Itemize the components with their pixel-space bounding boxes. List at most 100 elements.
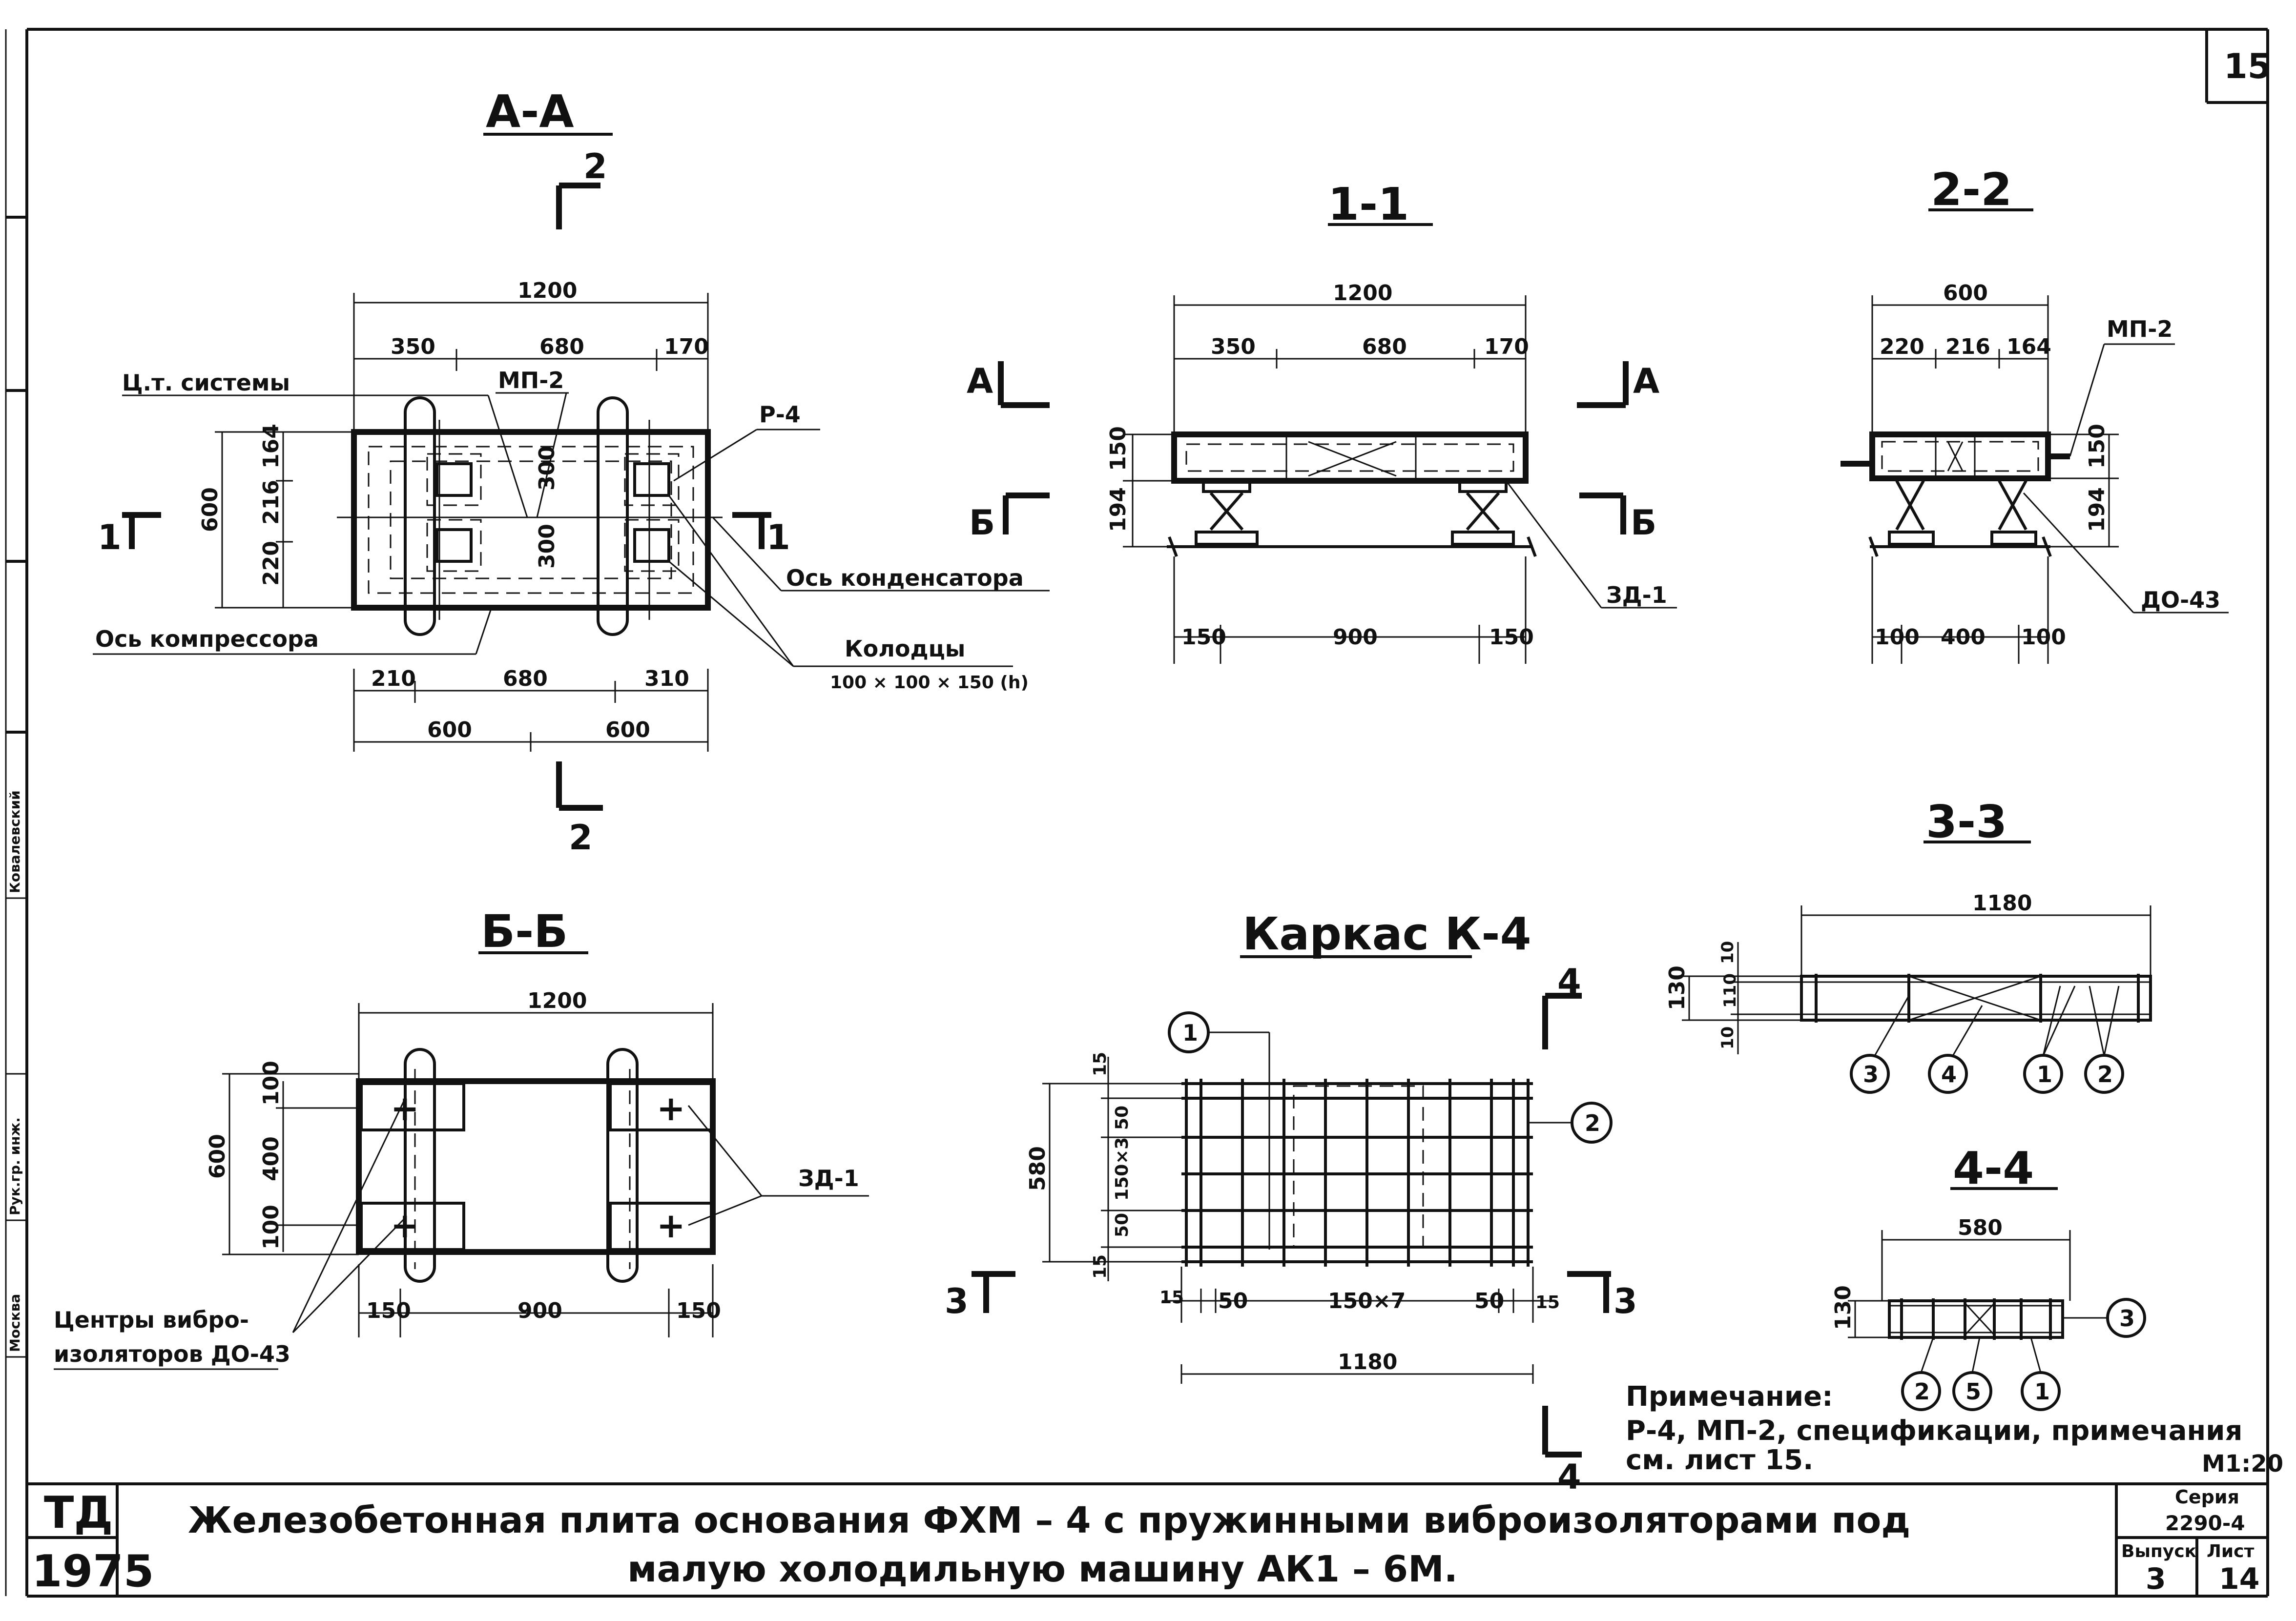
s44-frame: [1888, 1299, 2064, 1339]
aa-cut-left: 1: [98, 517, 122, 557]
s22-dim-3: 164: [2006, 334, 2051, 359]
aa-dim-top-total: 1200: [517, 278, 577, 303]
s33-marker-2-text: 2: [2097, 1061, 2113, 1088]
note-title: Примечание:: [1626, 1381, 1833, 1413]
side-stamp-text-2: Рук.гр. инж.: [7, 1117, 23, 1215]
bb-dim-total: 1200: [527, 988, 587, 1013]
aa-cut-top: 2: [583, 146, 607, 186]
k4-marker-1: 1: [1168, 1011, 1270, 1250]
tb-issue-value: 3: [2146, 1562, 2166, 1596]
svg-text:+: +: [657, 1088, 685, 1129]
svg-text:+: +: [391, 1088, 419, 1129]
aa-dim-mid-1: 300: [535, 446, 559, 491]
k4-dim-h: 580: [1025, 1146, 1050, 1191]
k4-cut-3-right: 3: [1613, 1281, 1637, 1321]
aa-label-wells: Колодцы: [845, 636, 965, 662]
k4-dim-b2: 50: [1218, 1289, 1248, 1313]
k4-dim-h5: 15: [1090, 1254, 1110, 1279]
aa-cut-bottom: 2: [569, 818, 593, 858]
s22-dim-2: 216: [1945, 334, 1990, 359]
bb-dim-h2: 400: [259, 1136, 284, 1181]
aa-label-p4: Р-4: [759, 401, 801, 428]
tb-title-line-1: Железобетонная плита основания ФХМ – 4 с…: [188, 1499, 1910, 1541]
note-line-2: см. лист 15.: [1626, 1444, 1813, 1476]
s33-dim-h1: 10: [1718, 941, 1738, 964]
sheet-frame: Ковалевский Рук.гр. инж. Москва: [5, 28, 2269, 1598]
bb-dim-b1: 150: [366, 1298, 411, 1323]
k4-marker-2-text: 2: [1585, 1110, 1600, 1136]
s33-marker-1: 1: [2023, 985, 2076, 1094]
s11-plate: [1171, 431, 1529, 484]
bb-dim-b3: 150: [676, 1298, 721, 1323]
s33-frame: [1800, 975, 2152, 1022]
tb-issue-label: Выпуск: [2121, 1541, 2196, 1561]
s33-dim-h2: 110: [1720, 973, 1740, 1008]
k4-cut-4-bottom: 4: [1557, 1457, 1581, 1497]
aa-dim-bot-5: 600: [605, 718, 650, 742]
section-22-title: 2-2: [1931, 164, 2012, 216]
s33-dim-total: 1180: [1972, 891, 2032, 916]
s44-marker-3-text: 3: [2119, 1305, 2135, 1332]
k4-dim-h2: 50: [1112, 1106, 1132, 1130]
aa-dim-bot-3: 310: [644, 666, 689, 691]
s22-dim-b3: 100: [2021, 625, 2066, 650]
tb-sheet-label: Лист: [2207, 1541, 2254, 1561]
s22-spring-right: [1990, 480, 2037, 546]
scale-label: М1:20: [2202, 1450, 2283, 1477]
k4-rebar-grid: [1181, 1079, 1533, 1267]
s11-cut-b-right: Б: [1631, 503, 1656, 543]
s11-dim-1: 350: [1211, 334, 1256, 359]
aa-label-condenser-axis: Ось конденсатора: [786, 565, 1024, 591]
section-aa: А-А 2 2 1 1: [93, 85, 1050, 858]
s44-marker-1-text: 1: [2034, 1378, 2050, 1405]
sheet-number-box: 15: [2205, 29, 2271, 104]
s44-marker-3: 3: [2063, 1298, 2146, 1338]
tb-sheet-value: 14: [2219, 1562, 2260, 1596]
bb-label-zd1: ЗД-1: [798, 1165, 859, 1191]
k4-dim-b4: 50: [1474, 1289, 1504, 1313]
s11-spring-left: [1195, 479, 1259, 546]
k4-marker-2: 2: [1528, 1102, 1613, 1144]
aa-dim-mid-2: 300: [535, 524, 559, 569]
aa-cut-right: 1: [766, 517, 790, 557]
s11-dim-2: 680: [1362, 334, 1407, 359]
section-33: 3-3 1180 130 10 110 10 3 4: [1665, 796, 2152, 1094]
side-stamp-text-1: Ковалевский: [7, 790, 23, 893]
s33-dim-h: 130: [1665, 965, 1690, 1010]
aa-dim-bot-1: 210: [371, 666, 416, 691]
s11-label-zd1: ЗД-1: [1606, 582, 1667, 608]
s22-dim-b2: 400: [1941, 625, 1986, 650]
bb-vibro-support-left: [404, 1048, 436, 1283]
tb-org: ТД: [44, 1487, 113, 1539]
s44-dim-h: 130: [1831, 1285, 1856, 1330]
s22-dim-total: 600: [1943, 281, 1988, 306]
s11-cut-a-left: А: [967, 361, 993, 401]
s11-dim-b2: 900: [1333, 625, 1378, 650]
s33-marker-1-text: 1: [2037, 1061, 2052, 1088]
aa-dim-top-3: 170: [664, 334, 709, 359]
s44-marker-2-text: 2: [1914, 1378, 1930, 1405]
section-bb-title: Б-Б: [481, 905, 568, 958]
s11-cut-a-right: А: [1633, 361, 1659, 401]
k4-dim-b5: 15: [1535, 1293, 1560, 1313]
k4-dim-b3: 150×7: [1328, 1289, 1406, 1313]
aa-dim-left-1: 164: [259, 424, 284, 469]
k4-dim-total: 1180: [1338, 1350, 1397, 1375]
s11-dim-total: 1200: [1333, 281, 1392, 306]
bb-plate: [356, 1078, 716, 1255]
s44-marker-1: 1: [2021, 1337, 2061, 1411]
aa-label-cg-system: Ц.т. системы: [122, 369, 290, 396]
aa-dim-left-total: 600: [198, 487, 223, 532]
aa-plate-outline: [351, 429, 711, 611]
tb-title-line-2: малую холодильную машину АК1 – 6М.: [627, 1548, 1458, 1590]
s22-dim-h2: 194: [2085, 487, 2110, 532]
bb-dim-h3: 100: [259, 1205, 284, 1250]
bb-dim-h1: 100: [259, 1061, 284, 1106]
s11-dim-3: 170: [1484, 334, 1529, 359]
k4-cut-3-left: 3: [945, 1281, 969, 1321]
s33-marker-3: 3: [1850, 995, 1910, 1094]
aa-dim-top-1: 350: [391, 334, 435, 359]
k4-dim-h4: 50: [1112, 1213, 1132, 1237]
s33-marker-4: 4: [1928, 1005, 1983, 1094]
